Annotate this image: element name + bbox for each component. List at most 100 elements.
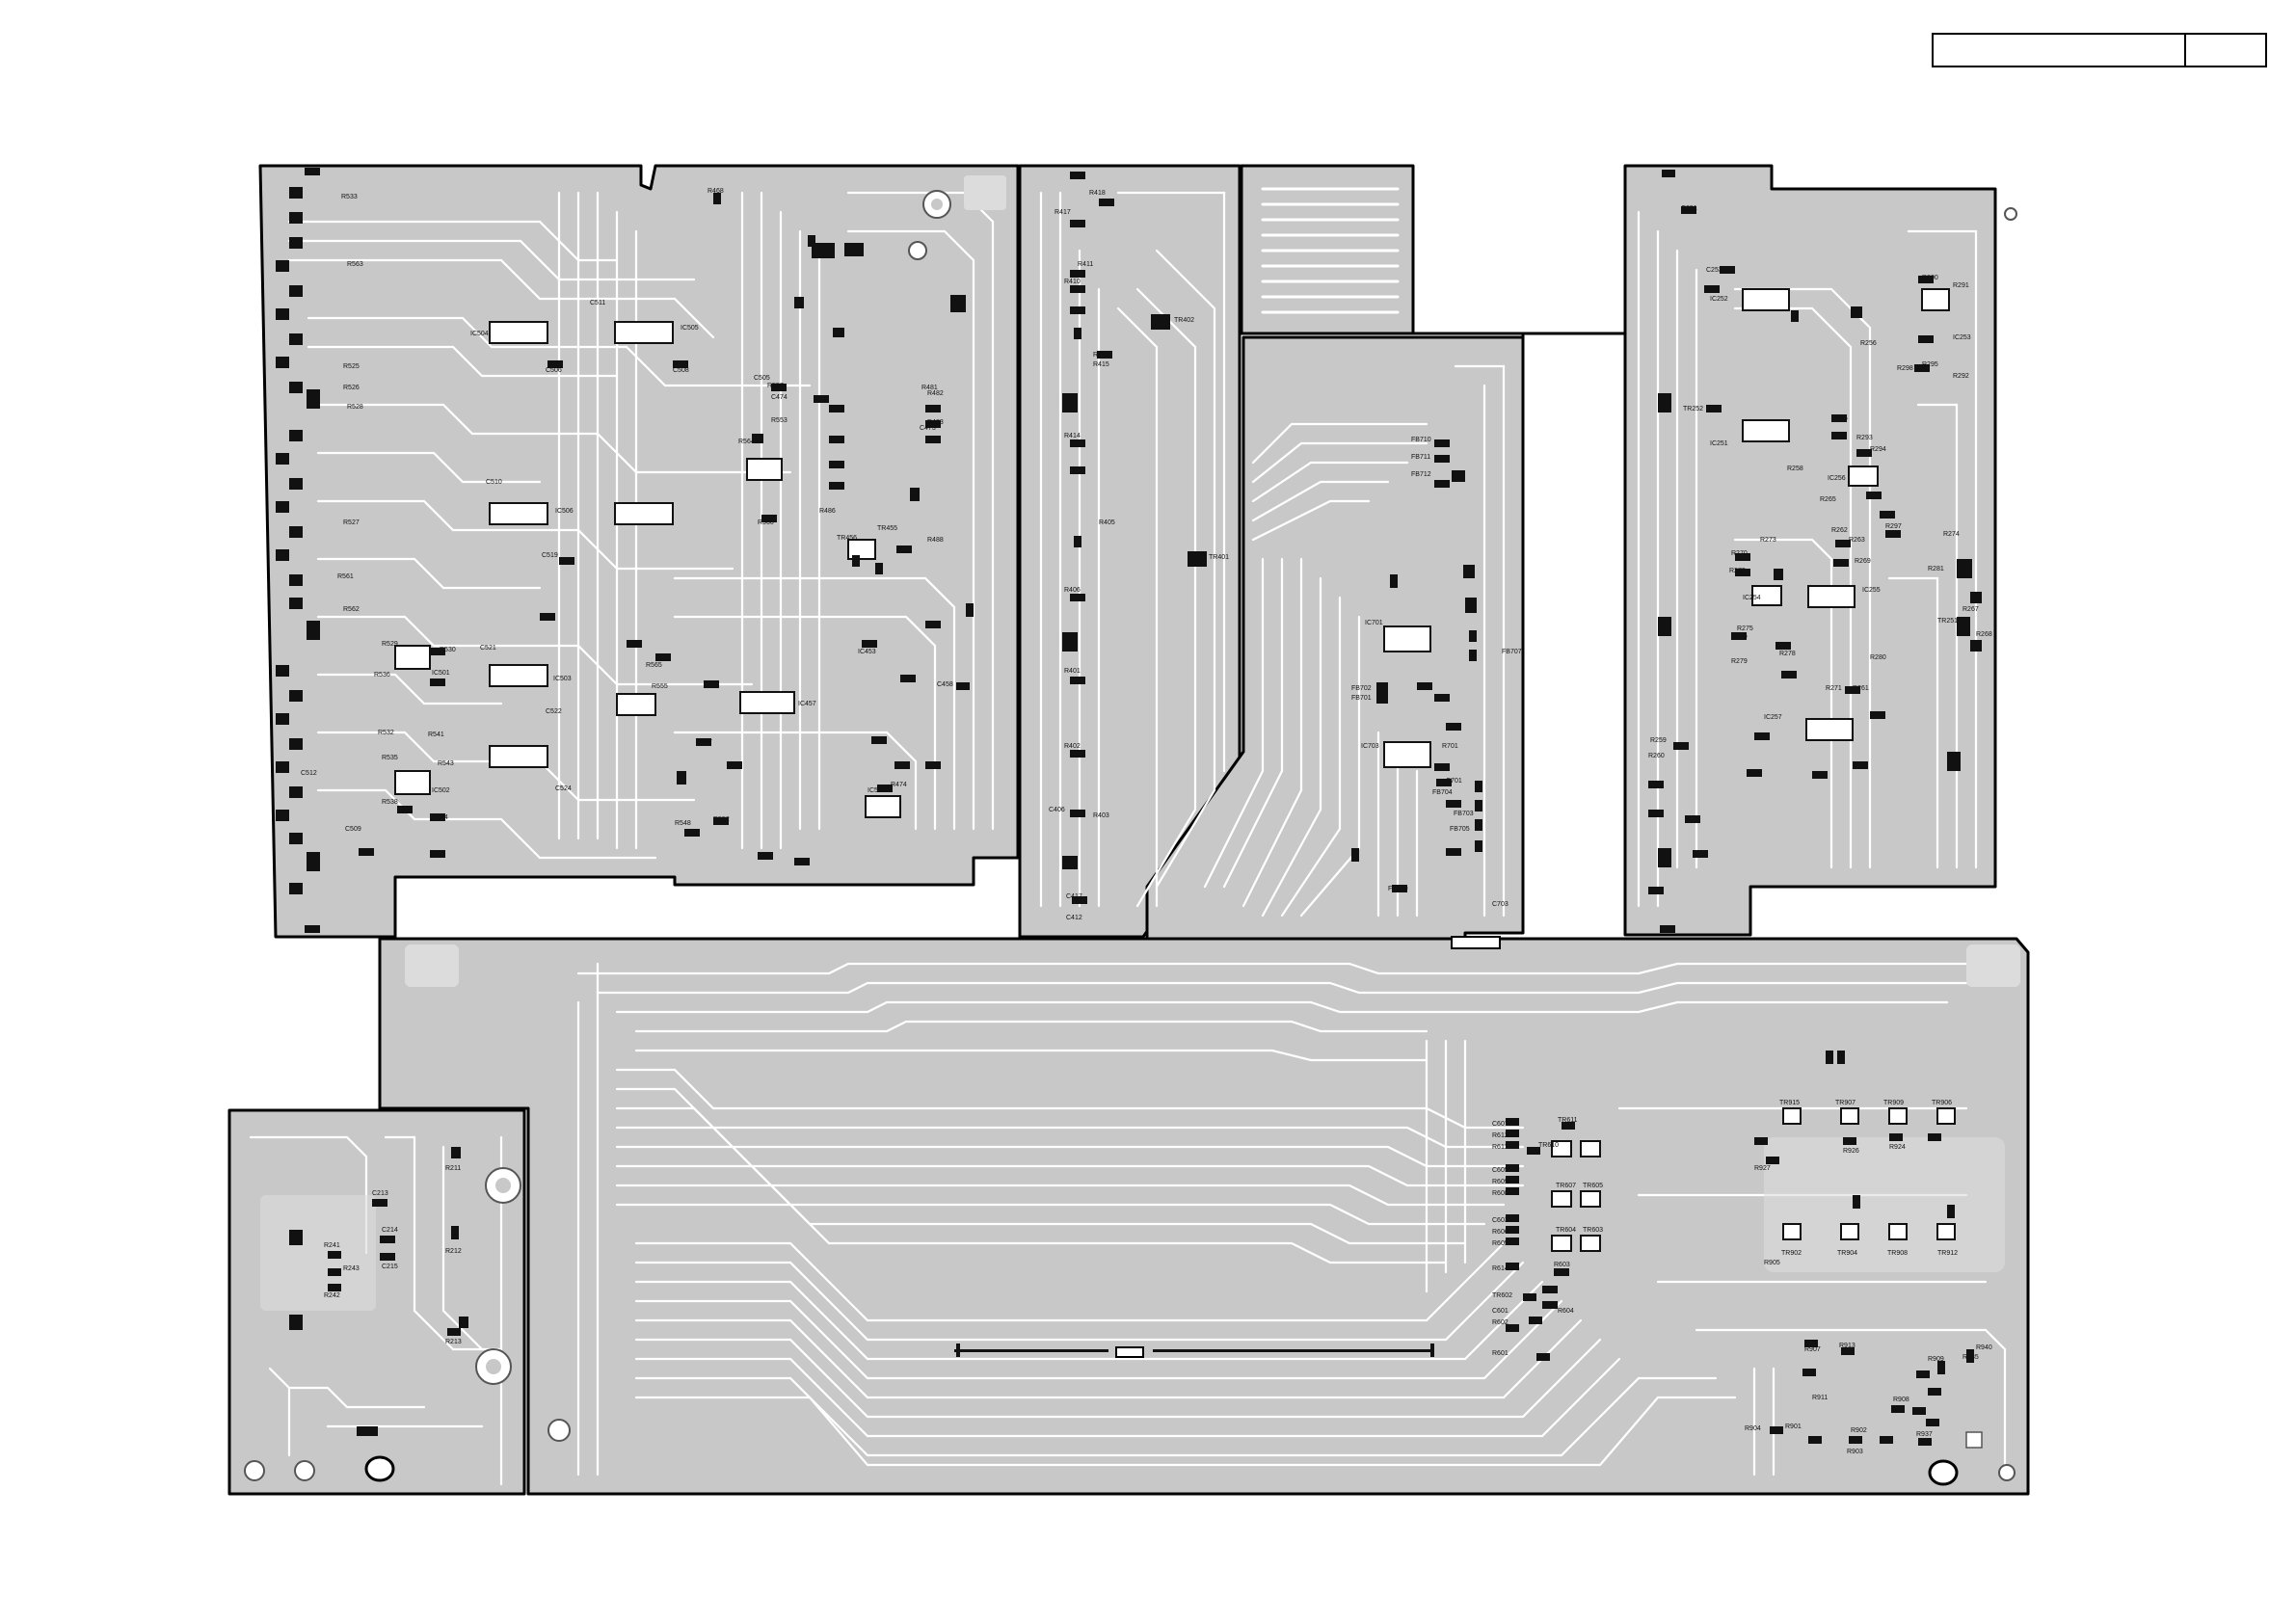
board-bottom-main bbox=[378, 937, 2030, 1496]
label-bm-part: R911 bbox=[1812, 1395, 1828, 1401]
label-rt-part: R270 bbox=[1731, 550, 1748, 557]
label-bm-part: R901 bbox=[1785, 1423, 1802, 1430]
label-rt-part: R278 bbox=[1779, 651, 1796, 657]
label-ml-part: C508 bbox=[673, 367, 689, 374]
label-mn-part: R412 bbox=[1093, 352, 1109, 359]
label-mn-part: R415 bbox=[1093, 361, 1109, 368]
label-ml-part: R555 bbox=[652, 683, 668, 690]
label-bm-part: R913 bbox=[1839, 1343, 1855, 1349]
label-rt-part: R271 bbox=[1826, 685, 1842, 692]
label-bm-part: R935 bbox=[1962, 1354, 1979, 1361]
label-bm-part: R937 bbox=[1916, 1431, 1933, 1438]
label-ic512: IC512 bbox=[868, 787, 886, 794]
label-bm-part: TR907 bbox=[1835, 1100, 1855, 1106]
label-ic505: IC505 bbox=[681, 325, 699, 332]
label-rt-part: TR251 bbox=[1937, 618, 1958, 625]
label-bm-part: TR908 bbox=[1887, 1250, 1908, 1257]
label-mn-part: R402 bbox=[1064, 743, 1081, 750]
label-bm-part: TR602 bbox=[1492, 1292, 1512, 1299]
label-ml-part: R525 bbox=[343, 363, 360, 370]
label-ml-part: R481 bbox=[921, 385, 938, 391]
label-ml-part: C521 bbox=[480, 645, 496, 652]
label-rt-part: R280 bbox=[1870, 654, 1886, 661]
label-bm-part: TR912 bbox=[1937, 1250, 1958, 1257]
label-ml-part: R474 bbox=[891, 782, 907, 788]
label-bm-part: TR610 bbox=[1538, 1142, 1559, 1149]
label-ml-part: R486 bbox=[819, 508, 836, 515]
label-dsp-part: FB711 bbox=[1411, 454, 1430, 461]
label-dsp-part: C701 bbox=[1446, 778, 1462, 785]
label-bm-part: R909 bbox=[1928, 1356, 1944, 1363]
label-rt-part: R294 bbox=[1870, 446, 1886, 453]
label-bm-part: R903 bbox=[1847, 1449, 1863, 1455]
label-sl-part: R243 bbox=[343, 1265, 360, 1272]
label-rt-part: R293 bbox=[1856, 435, 1873, 441]
label-bm-part: C607 bbox=[1492, 1121, 1508, 1128]
board-outlines bbox=[227, 164, 2030, 1496]
label-ml-part: C458 bbox=[937, 681, 953, 688]
label-ml-part: R527 bbox=[343, 519, 360, 526]
label-ml-part: R564 bbox=[738, 439, 755, 445]
label-bm-part: R602 bbox=[1492, 1319, 1508, 1326]
label-bm-part: TR915 bbox=[1779, 1100, 1800, 1106]
label-dsp-part: FB707 bbox=[1502, 649, 1522, 655]
label-rt-part: R290 bbox=[1922, 275, 1938, 281]
label-ic256: IC256 bbox=[1828, 475, 1846, 482]
label-bm-part: TR902 bbox=[1781, 1250, 1802, 1257]
label-rt-part: R274 bbox=[1943, 531, 1960, 538]
mounting-holes bbox=[244, 190, 2017, 1486]
label-bm-part: TR604 bbox=[1556, 1227, 1576, 1234]
label-mn-part: R401 bbox=[1064, 668, 1081, 675]
label-ic502: IC502 bbox=[432, 787, 450, 794]
label-ml-part: C524 bbox=[555, 785, 572, 792]
label-rt-part: R256 bbox=[1860, 340, 1877, 347]
label-rt-part: R272 bbox=[1729, 568, 1746, 574]
board-right bbox=[1623, 164, 1997, 937]
label-mn-part: R406 bbox=[1064, 587, 1081, 594]
label-mn-part: R414 bbox=[1064, 433, 1081, 439]
label-ic252: IC252 bbox=[1710, 296, 1728, 303]
label-rt-part: R281 bbox=[1928, 566, 1944, 572]
label-ic501: IC501 bbox=[432, 670, 450, 677]
label-ml-part: TR455 bbox=[877, 525, 897, 532]
label-rt-part: TR252 bbox=[1683, 406, 1703, 412]
label-sl-part: C213 bbox=[372, 1190, 388, 1197]
label-dsp-part: C703 bbox=[1492, 901, 1508, 908]
label-ml-part: C505 bbox=[754, 375, 770, 382]
label-ml-part: R488 bbox=[927, 537, 944, 544]
label-ml-part: R557 bbox=[767, 383, 784, 389]
label-mn-part: TR402 bbox=[1174, 317, 1194, 324]
label-ml-part: R560 bbox=[758, 519, 774, 526]
label-bm-part: R603 bbox=[1554, 1262, 1570, 1268]
label-ml-part: C510 bbox=[486, 479, 502, 486]
label-rt-part: R298 bbox=[1897, 365, 1913, 372]
label-ml-part: R548 bbox=[675, 820, 691, 827]
label-bm-part: TR607 bbox=[1556, 1183, 1576, 1189]
label-ml-part: R561 bbox=[337, 573, 354, 580]
label-ml-part: R543 bbox=[438, 760, 454, 767]
label-ml-part: R483 bbox=[927, 419, 944, 426]
label-dsp-part: FB709 bbox=[1388, 886, 1408, 892]
title-block bbox=[1932, 33, 2267, 67]
label-rt-part: R263 bbox=[1849, 537, 1865, 544]
label-sl-part: C215 bbox=[382, 1264, 398, 1270]
label-ml-part: R536 bbox=[374, 672, 390, 678]
label-sl-part: R211 bbox=[445, 1165, 461, 1172]
label-ml-part: C509 bbox=[345, 826, 361, 833]
label-ml-part: C474 bbox=[771, 394, 788, 401]
label-ic506: IC506 bbox=[555, 508, 574, 515]
label-ml-part: R538 bbox=[382, 799, 398, 806]
label-dsp-part: FB710 bbox=[1411, 437, 1431, 443]
label-mn-part: R417 bbox=[1055, 209, 1071, 216]
label-rt-part: R273 bbox=[1760, 537, 1776, 544]
label-dsp-part: FB712 bbox=[1411, 471, 1431, 478]
label-dsp-part: FB702 bbox=[1351, 685, 1372, 692]
label-bm-part: R614 bbox=[1492, 1265, 1508, 1272]
label-bm-part: R905 bbox=[1764, 1260, 1780, 1266]
label-ml-part: R528 bbox=[347, 404, 363, 411]
label-ic504: IC504 bbox=[470, 331, 489, 337]
label-ml-part: R482 bbox=[927, 390, 944, 397]
label-bm-part: R926 bbox=[1843, 1148, 1859, 1155]
label-rt-part: R291 bbox=[1953, 282, 1969, 289]
